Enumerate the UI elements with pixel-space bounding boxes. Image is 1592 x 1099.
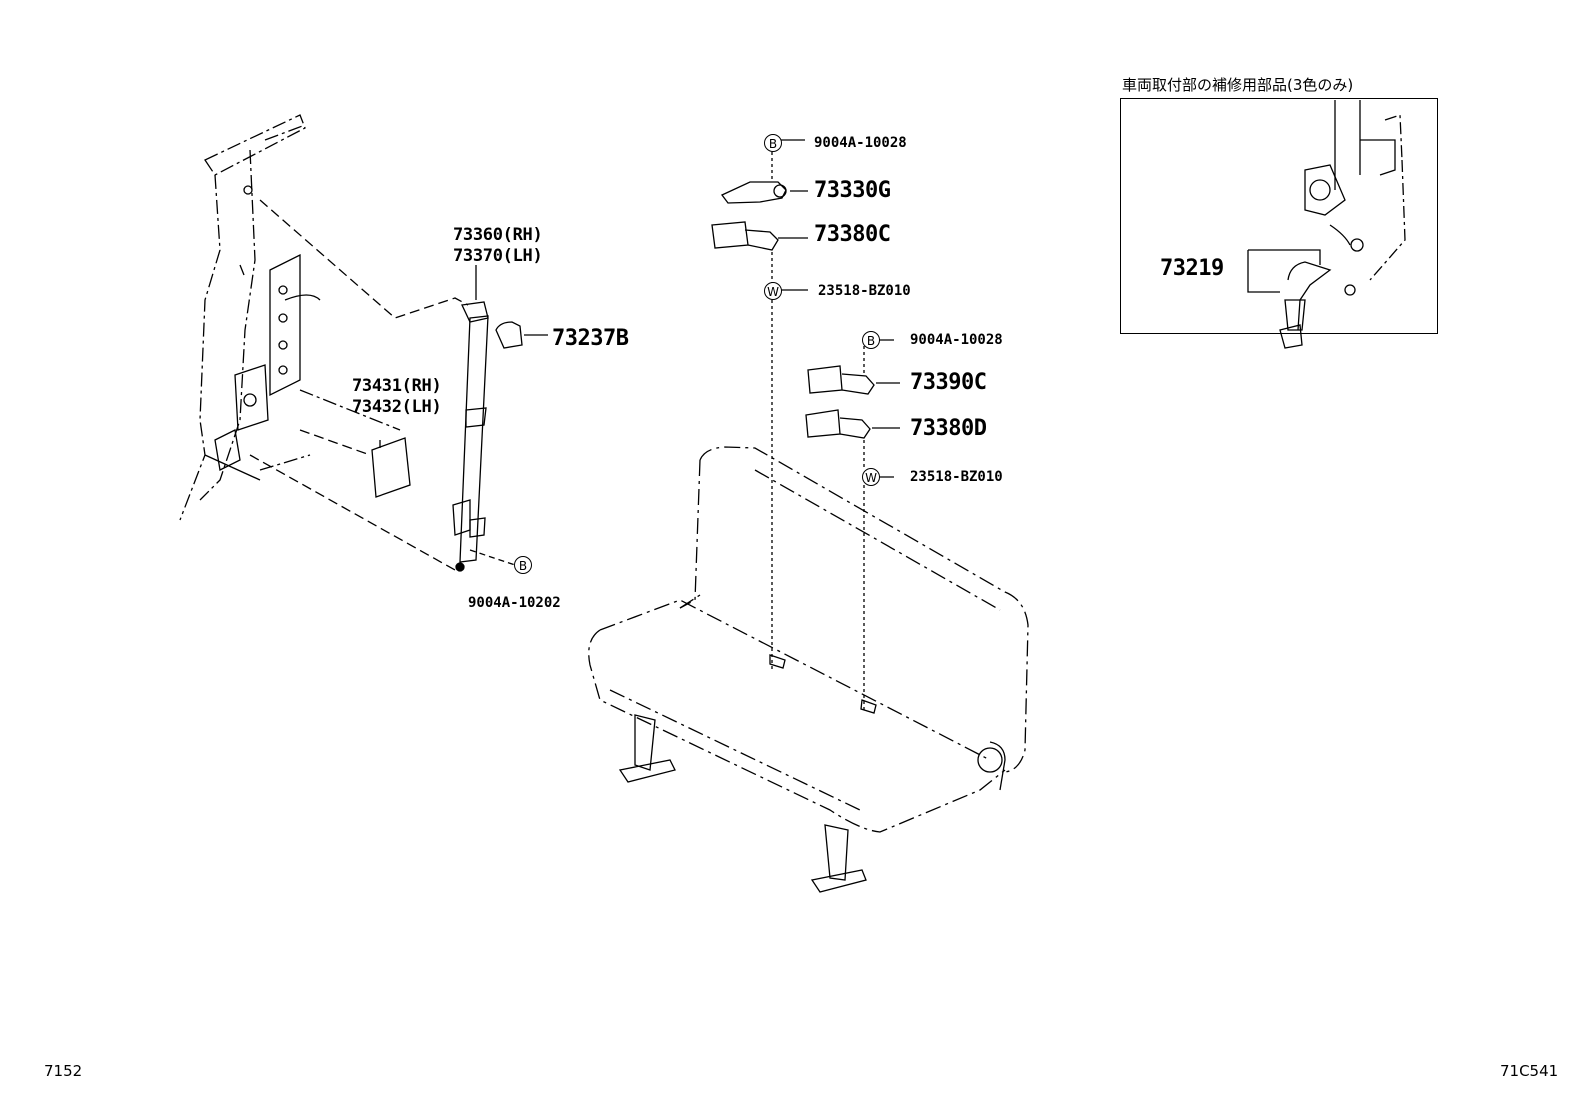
bolt-marker: B — [514, 556, 532, 574]
buckle-73390c — [807, 365, 875, 395]
part-label-73370: 73370(LH) — [453, 246, 543, 266]
part-label-73380c: 73380C — [814, 222, 891, 247]
part-label-73237b: 73237B — [552, 326, 629, 351]
part-label-73330g: 73330G — [814, 178, 891, 203]
part-label-73431: 73431(RH) — [352, 376, 442, 396]
buckle-73380c — [711, 221, 779, 251]
buckle-73330g — [720, 181, 787, 204]
buckle-73380d — [805, 409, 871, 439]
part-label-73219: 73219 — [1160, 256, 1224, 281]
part-label-9004a-10202: 9004A-10202 — [468, 595, 561, 611]
bolt-marker: B — [764, 134, 782, 152]
washer-marker: W — [764, 282, 782, 300]
part-label-23518-bz010: 23518-BZ010 — [818, 283, 911, 299]
footer-right-code: 71C541 — [1500, 1062, 1559, 1080]
bolt-marker: B — [862, 331, 880, 349]
part-label-73390c: 73390C — [910, 370, 987, 395]
bench-seat — [588, 446, 1029, 833]
part-label-23518-bz010: 23518-BZ010 — [910, 469, 1003, 485]
washer-marker: W — [862, 468, 880, 486]
part-label-9004a-10028: 9004A-10028 — [814, 135, 907, 151]
belt-cover-73237b — [495, 321, 523, 349]
part-label-73360: 73360(RH) — [453, 225, 543, 245]
inset-title: 車両取付部の補修用部品(3色のみ) — [1122, 76, 1354, 94]
part-label-73380d: 73380D — [910, 416, 987, 441]
part-label-9004a-10028: 9004A-10028 — [910, 332, 1003, 348]
part-label-73432: 73432(LH) — [352, 397, 442, 417]
inset-frame — [1120, 98, 1438, 334]
seat-legs — [618, 714, 867, 893]
body-panel — [179, 114, 401, 521]
trim-cover-73431 — [371, 437, 411, 498]
footer-left-code: 7152 — [44, 1062, 83, 1080]
inset-detail — [1247, 100, 1406, 349]
retractor-seat-belt — [452, 265, 489, 572]
